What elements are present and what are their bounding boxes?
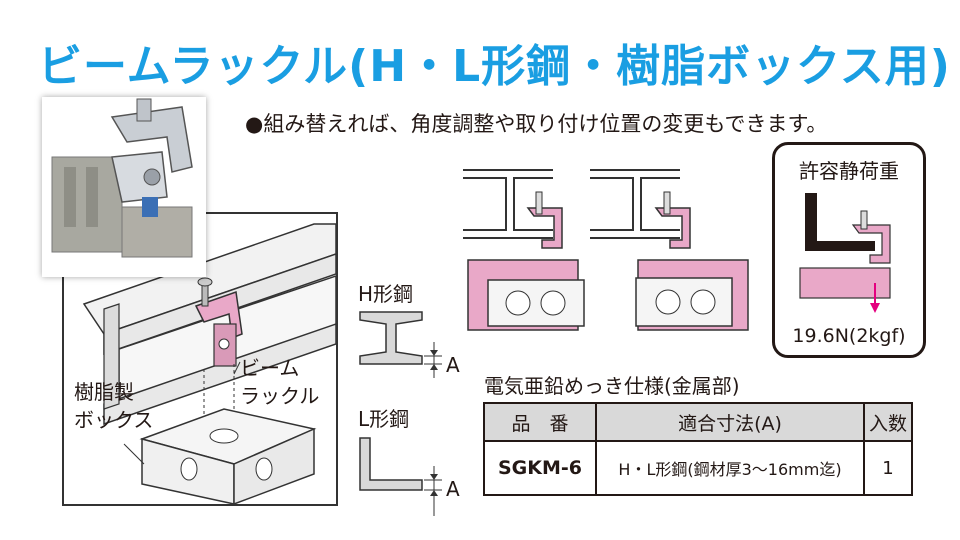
beam-rackle-label-line1: ビーム: [240, 356, 300, 380]
l-beam-label: L形鋼: [358, 407, 410, 431]
h-beam-dimension-a: A: [446, 353, 460, 377]
product-photo-drawing: [51, 98, 193, 258]
lead-text: ●組み替えれば、角度調整や取り付け位置の変更もできます。: [245, 112, 828, 136]
product-photo: [42, 97, 206, 277]
assembly-drawing: [82, 223, 336, 504]
h-beam-section: [359, 311, 442, 378]
header-product-number: 品 番: [483, 402, 597, 442]
spec-table-header-row: 品 番 適合寸法(A) 入数: [483, 402, 913, 442]
l-beam-section: [359, 437, 442, 516]
load-arrow-icon: [870, 303, 880, 313]
allowable-load-value: 19.6N(2kgf): [792, 325, 906, 347]
l-beam-dimension-a: A: [446, 477, 460, 501]
page-title: ビームラックル(H・L形鋼・樹脂ボックス用): [38, 41, 951, 92]
spec-title: 電気亜鉛めっき仕様(金属部): [484, 374, 740, 398]
resin-box-label-line2: ボックス: [74, 408, 154, 432]
table-row: SGKM-6 H・L形鋼(鋼材厚3〜16mm迄) 1: [483, 440, 913, 496]
cell-quantity: 1: [863, 440, 913, 496]
header-quantity: 入数: [863, 402, 913, 442]
spec-table: 品 番 適合寸法(A) 入数 SGKM-6 H・L形鋼(鋼材厚3〜16mm迄) …: [483, 402, 913, 496]
resin-box-label-line1: 樹脂製: [74, 380, 134, 404]
h-beam-label: H形鋼: [358, 282, 414, 306]
cell-fit-dimension: H・L形鋼(鋼材厚3〜16mm迄): [595, 440, 865, 496]
header-fit-dimension: 適合寸法(A): [595, 402, 865, 442]
cell-product-number: SGKM-6: [483, 440, 597, 496]
mounting-diagrams: [463, 169, 749, 331]
allowable-load-title: 許容静荷重: [799, 159, 899, 183]
allowable-load-box: 許容静荷重 19.6N(2kgf): [772, 142, 926, 358]
allowable-load-diagram: [799, 193, 891, 313]
beam-rackle-label-line2: ラックル: [240, 384, 320, 408]
